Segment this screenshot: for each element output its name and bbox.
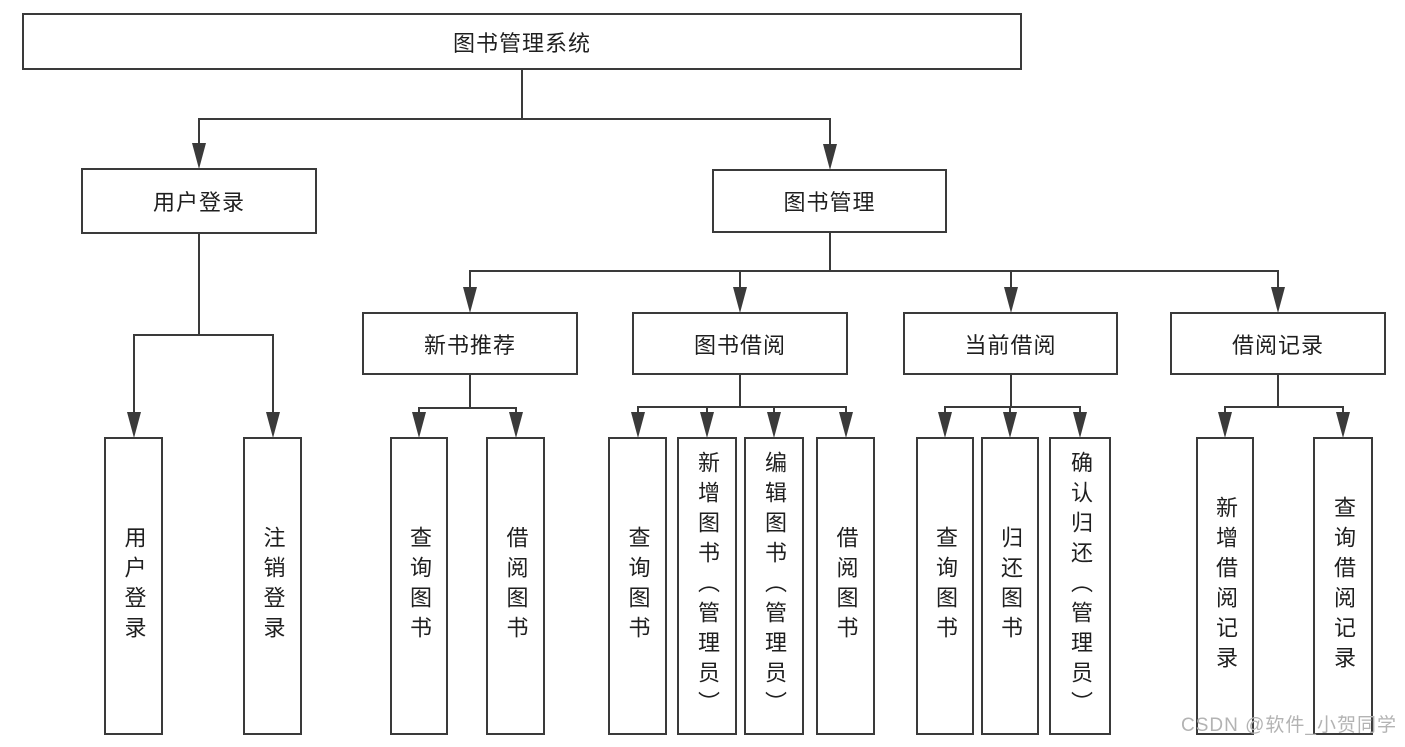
arrow-down-icon bbox=[938, 412, 952, 438]
tree-node-label: 确认归还（管理员） bbox=[1068, 451, 1093, 721]
connector-line bbox=[521, 70, 523, 119]
tree-node-label: 查询借阅记录 bbox=[1331, 496, 1356, 676]
tree-node-label: 查询图书 bbox=[407, 526, 432, 646]
arrow-down-icon bbox=[127, 412, 141, 438]
connector-line bbox=[133, 334, 274, 336]
tree-node-borrow: 图书借阅 bbox=[632, 312, 848, 375]
arrow-down-icon bbox=[1073, 412, 1087, 438]
tree-node-recd-add: 新增借阅记录 bbox=[1196, 437, 1254, 735]
connector-line bbox=[198, 119, 200, 158]
arrow-down-icon bbox=[1003, 412, 1017, 438]
tree-node-logout: 注销登录 bbox=[243, 437, 302, 735]
tree-node-label: 注销登录 bbox=[260, 526, 286, 646]
connector-line bbox=[1277, 271, 1279, 302]
connector-line bbox=[418, 407, 517, 409]
connector-line bbox=[829, 233, 831, 271]
tree-node-bor-add: 新增图书（管理员） bbox=[677, 437, 737, 735]
tree-node-recd-query: 查询借阅记录 bbox=[1313, 437, 1373, 735]
watermark: CSDN @软件_小贺同学 bbox=[1181, 715, 1397, 736]
arrow-down-icon bbox=[1004, 287, 1018, 313]
tree-node-label: 查询图书 bbox=[933, 526, 958, 646]
tree-node-label: 图书管理 bbox=[783, 190, 876, 215]
arrow-down-icon bbox=[412, 412, 426, 438]
tree-node-label: 查询图书 bbox=[625, 526, 651, 646]
arrow-down-icon bbox=[509, 412, 523, 438]
connector-line bbox=[198, 234, 200, 335]
connector-line bbox=[944, 406, 1081, 408]
tree-node-label: 借阅记录 bbox=[1231, 332, 1324, 358]
arrow-down-icon bbox=[266, 412, 280, 438]
arrow-down-icon bbox=[192, 143, 206, 169]
tree-node-records: 借阅记录 bbox=[1170, 312, 1386, 375]
connector-line bbox=[637, 406, 847, 408]
connector-line bbox=[829, 119, 831, 159]
tree-node-label: 归还图书 bbox=[998, 526, 1023, 646]
connector-line bbox=[1277, 375, 1279, 407]
tree-node-label: 用户登录 bbox=[152, 190, 245, 215]
tree-node-label: 新增图书（管理员） bbox=[695, 451, 720, 721]
connector-line bbox=[469, 270, 1279, 272]
tree-node-cur-return: 归还图书 bbox=[981, 437, 1039, 735]
connector-line bbox=[739, 375, 741, 407]
tree-node-rec-query: 查询图书 bbox=[390, 437, 448, 735]
tree-node-label: 借阅图书 bbox=[503, 526, 529, 646]
tree-node-label: 当前借阅 bbox=[964, 332, 1057, 358]
arrow-down-icon bbox=[1271, 287, 1285, 313]
tree-node-label: 借阅图书 bbox=[833, 526, 859, 646]
arrow-down-icon bbox=[733, 287, 747, 313]
tree-node-bor-edit: 编辑图书（管理员） bbox=[744, 437, 804, 735]
arrow-down-icon bbox=[1218, 412, 1232, 438]
connector-line bbox=[198, 118, 831, 120]
tree-node-login: 用户登录 bbox=[81, 168, 317, 234]
tree-node-label: 图书管理系统 bbox=[452, 30, 591, 56]
tree-node-user-login: 用户登录 bbox=[104, 437, 163, 735]
tree-node-bor-query: 查询图书 bbox=[608, 437, 667, 735]
connector-line bbox=[1224, 406, 1344, 408]
tree-node-root: 图书管理系统 bbox=[22, 13, 1022, 70]
tree-node-cur-query: 查询图书 bbox=[916, 437, 974, 735]
arrow-down-icon bbox=[823, 144, 837, 170]
tree-node-label: 编辑图书（管理员） bbox=[762, 451, 787, 721]
tree-node-rec-borrow: 借阅图书 bbox=[486, 437, 545, 735]
connector-line bbox=[469, 271, 471, 302]
tree-node-recommend: 新书推荐 bbox=[362, 312, 578, 375]
tree-node-current: 当前借阅 bbox=[903, 312, 1118, 375]
arrow-down-icon bbox=[463, 287, 477, 313]
arrow-down-icon bbox=[839, 412, 853, 438]
connector-line bbox=[272, 335, 274, 427]
arrow-down-icon bbox=[1336, 412, 1350, 438]
connector-line bbox=[1010, 271, 1012, 302]
arrow-down-icon bbox=[767, 412, 781, 438]
arrow-down-icon bbox=[700, 412, 714, 438]
connector-line bbox=[133, 335, 135, 427]
connector-line bbox=[469, 375, 471, 408]
tree-node-bor-borrow: 借阅图书 bbox=[816, 437, 875, 735]
arrow-down-icon bbox=[631, 412, 645, 438]
tree-node-cur-confirm: 确认归还（管理员） bbox=[1049, 437, 1111, 735]
tree-node-mgmt: 图书管理 bbox=[712, 169, 947, 233]
connector-line bbox=[739, 271, 741, 302]
tree-node-label: 新增借阅记录 bbox=[1213, 496, 1238, 676]
connector-line bbox=[1010, 375, 1012, 407]
tree-node-label: 新书推荐 bbox=[423, 332, 516, 358]
tree-node-label: 图书借阅 bbox=[693, 332, 786, 358]
tree-node-label: 用户登录 bbox=[121, 526, 147, 646]
